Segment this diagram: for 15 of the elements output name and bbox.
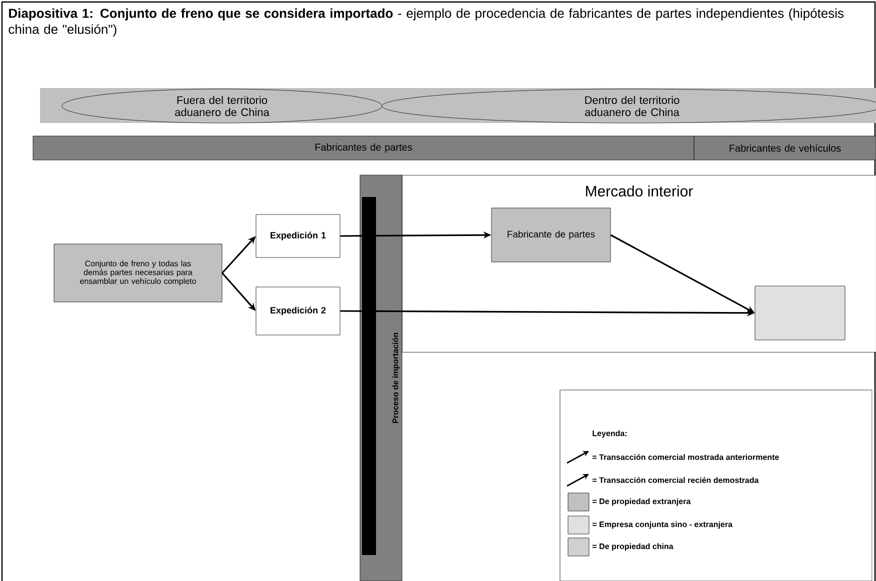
shipment-box: Expedición 1 [256,214,340,258]
company-box: Fabricante de partes [491,208,611,262]
title: Diapositiva 1: Conjunto de freno que se considera importado - ejemplo de procedencia de fabricantes de partes independientes (hipótesis china de "elusión") [8,8,844,36]
category-band: Fabricantes de vehículos [694,136,876,160]
legend-text: = Transacción comercial recién demostrada [592,477,759,483]
legend-text: = Empresa conjunta sino - extranjera [592,521,733,529]
legend-text: = De propiedad china [592,543,674,551]
node-label: Dentro del territorio aduanero de China [585,96,680,116]
source-box: Conjunto de freno y todas las demás partes necesarias para ensamblar un vehículo completo [54,244,222,302]
company-box [754,286,846,340]
bar-label: Proceso de importación [392,332,400,424]
legend-text: = Transacción comercial mostrada anteriormente [592,454,779,460]
legend-heading: Leyenda: [592,430,627,438]
shipment-box: Expedición 2 [256,286,340,336]
legend-text: = De propiedad extranjera [592,498,691,506]
